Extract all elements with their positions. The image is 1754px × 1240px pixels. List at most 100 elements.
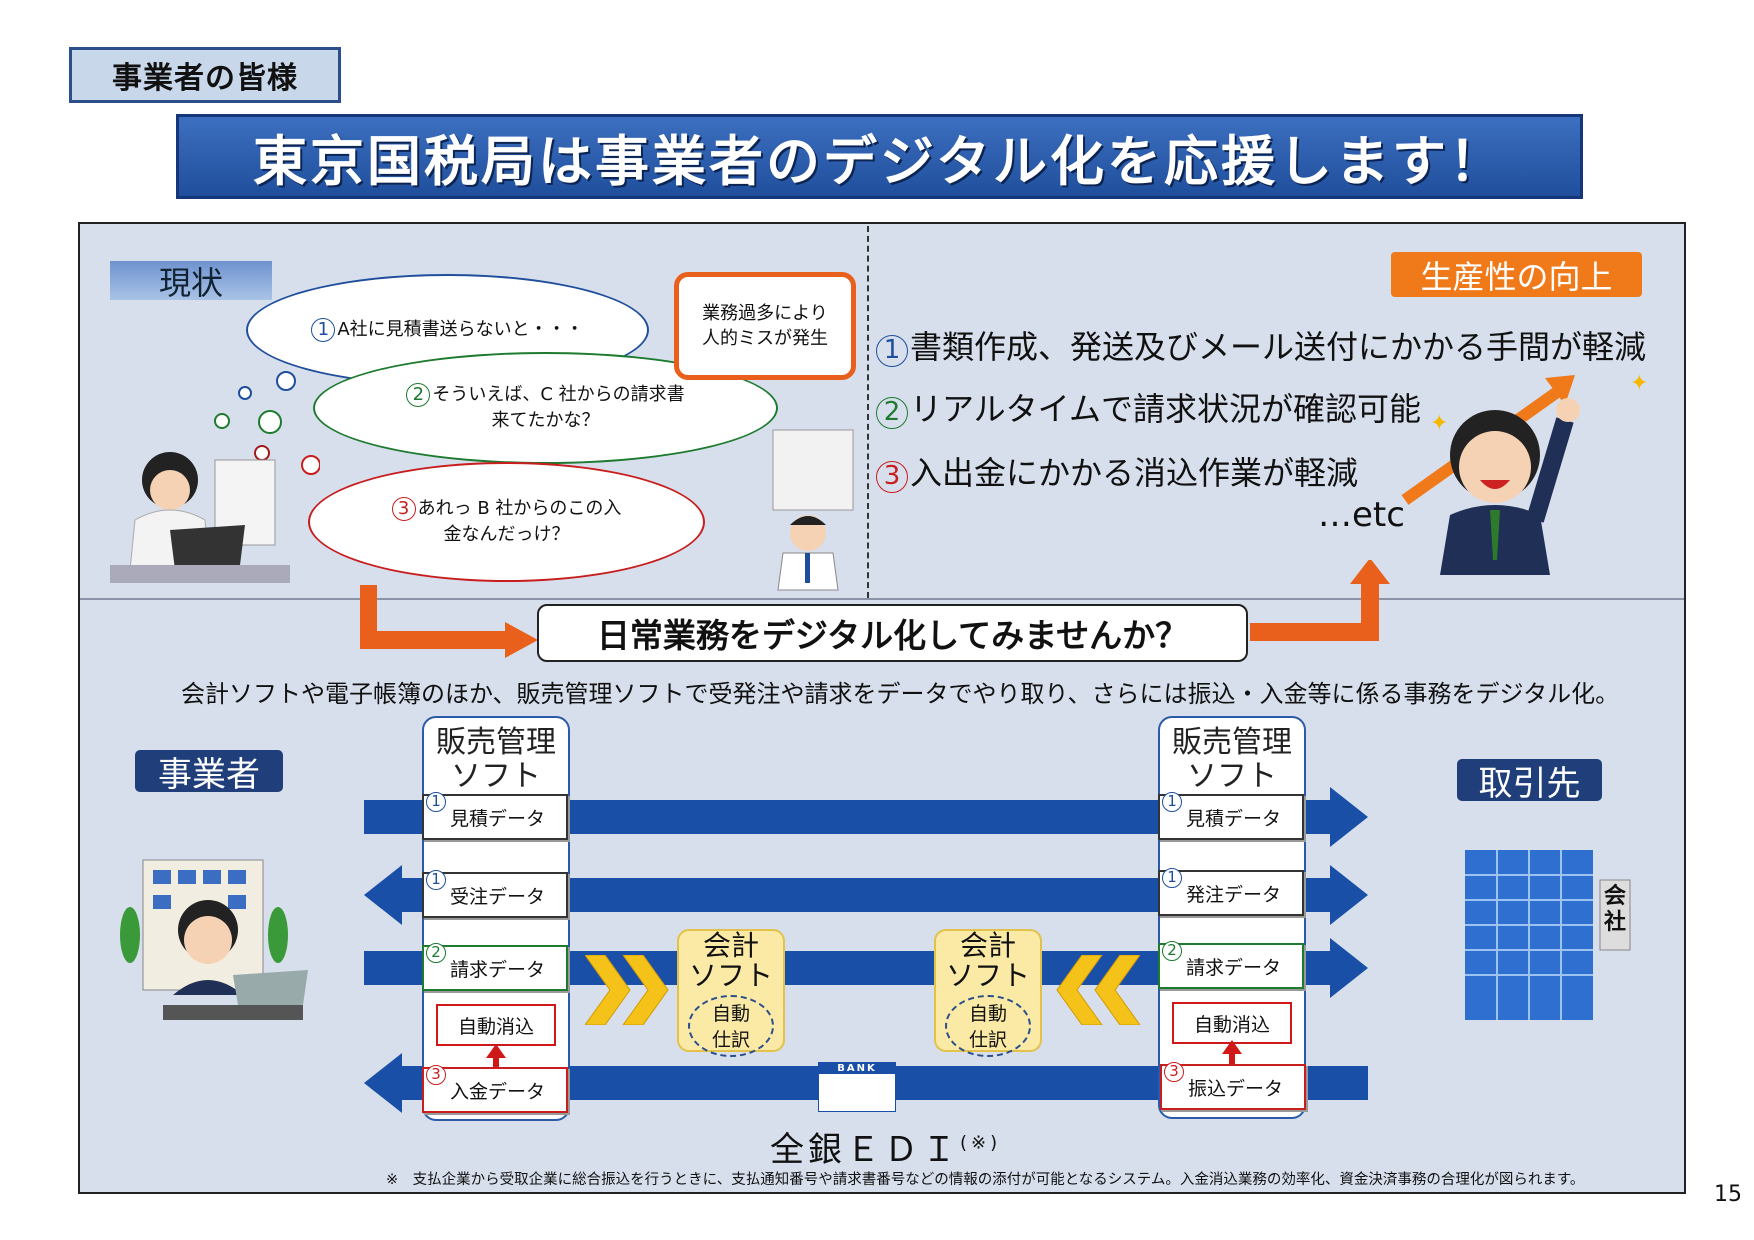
business-office-illustration [120,859,308,1020]
page-title: 東京国税局は事業者のデジタル化を応援します！ [176,114,1583,199]
chevron-left-icon [1056,955,1140,1025]
item-label: 受注データ [450,885,546,908]
etc-text: …etc [1318,495,1405,535]
number-badge: 1 [1162,792,1182,812]
divider [80,598,1684,600]
productivity-label: 生産性の向上 [1391,252,1642,297]
number-badge: 2 [426,943,446,963]
number-badge: 1 [426,870,446,890]
call-to-action-question: 日常業務をデジタル化してみませんか？ [537,604,1248,662]
arrow-right-icon [1330,938,1368,998]
item-label: 発注データ [1186,883,1282,906]
item-label: 見積データ [450,807,546,830]
edi-text: 全銀ＥＤＩ [770,1130,960,1170]
trading-partner-label: 取引先 [1457,759,1602,804]
auto-journal-badge: 自動仕訳 [688,995,774,1057]
number-badge: 3 [426,1065,446,1085]
flow-arrows-icon [360,560,1390,658]
arrow-up-icon [486,1044,506,1084]
overloaded-worker-illustration [772,429,854,591]
svg-text:✦: ✦ [1430,411,1448,436]
current-state-label: 現状 [110,261,272,302]
auto-reconcile-box: 自動消込 [1172,1002,1292,1044]
partner-company-building-illustration [1465,850,1631,1020]
software-title: ソフト [451,759,541,794]
bank-building-icon: BANK [818,1062,896,1112]
happy-worker-illustration: ✦✦ [1401,371,1648,575]
number-badge: 2 [876,397,908,429]
item-label: 振込データ [1188,1077,1284,1100]
arrow-left-icon [364,1053,402,1113]
number-badge: 2 [406,382,431,407]
accounting-software-left: 会計 ソフト 自動仕訳 [677,929,785,1057]
description-text: 会計ソフトや電子帳簿のほか、販売管理ソフトで受発注や請求をデータでやり取り、さら… [181,680,1620,708]
audience-tag: 事業者の皆様 [69,47,341,103]
number-badge: 1 [876,335,908,367]
benefit-text: 入出金にかかる消込作業が軽減 [910,454,1359,492]
thought-text: あれっ B 社からのこの入 [417,497,622,519]
page-number: 15 [1714,1182,1742,1207]
stressed-worker-illustration [110,452,290,583]
callout-text: 人的ミスが発生 [702,328,828,349]
number-badge: 1 [426,792,446,812]
footnote: ※ 支払企業から受取企業に総合振込を行うときに、支払通知番号や請求書番号などの情… [386,1172,1585,1188]
benefit-text: リアルタイムで請求状況が確認可能 [910,390,1422,428]
arrow-right-icon [1330,787,1368,847]
software-title: 販売管理 [436,725,556,760]
number-badge: 2 [1162,941,1182,961]
item-label: 請求データ [1186,956,1282,979]
chevron-right-icon [585,955,669,1025]
thought-text: そういえば、C 社からの請求書 [432,383,685,405]
auto-reconcile-box: 自動消込 [436,1004,556,1046]
edi-footnote-mark: (※) [960,1132,1002,1154]
human-error-callout: 業務過多により 人的ミスが発生 [674,272,856,380]
accounting-title: 会計 [702,929,759,962]
arrow-left-icon [364,865,402,925]
callout-text: 業務過多により [702,302,828,324]
bank-sign: BANK [819,1063,895,1074]
company-sign: 会社 [1603,884,1626,935]
number-badge: 3 [1164,1062,1184,1082]
business-label: 事業者 [135,750,283,795]
number-badge: 1 [311,317,336,342]
software-title: ソフト [1187,759,1277,794]
item-label: 見積データ [1186,807,1282,830]
auto-journal-text: 仕訳 [711,1029,750,1051]
software-title: 販売管理 [1172,725,1292,760]
zengin-edi-label: 全銀ＥＤＩ(※) [770,1122,1001,1171]
accounting-title: 会計 [959,929,1016,962]
accounting-title: ソフト [688,959,773,992]
thought-text: 金なんだっけ？ [443,524,570,545]
auto-journal-text: 仕訳 [968,1029,1007,1051]
item-label: 請求データ [450,958,546,981]
item-label: 入金データ [450,1080,546,1103]
thought-text: A社に見積書送らないと・・・ [337,318,584,340]
accounting-title: ソフト [945,959,1030,992]
arrow-right-icon [1330,865,1368,925]
number-badge: 3 [391,496,416,521]
divider-dashed [867,226,869,598]
number-badge: 1 [1162,868,1182,888]
auto-journal-text: 自動 [711,1003,750,1025]
number-badge: 3 [876,461,908,493]
auto-journal-text: 自動 [968,1003,1007,1025]
benefit-text: 書類作成、発送及びメール送付にかかる手間が軽減 [910,328,1647,366]
thought-bubbles-icon [214,371,320,475]
thought-text: 来てたかな？ [491,410,600,431]
svg-text:✦: ✦ [1630,371,1648,396]
accounting-software-right: 会計 ソフト 自動仕訳 [934,929,1042,1057]
arrow-up-icon [1222,1040,1242,1080]
auto-journal-badge: 自動仕訳 [945,995,1031,1057]
